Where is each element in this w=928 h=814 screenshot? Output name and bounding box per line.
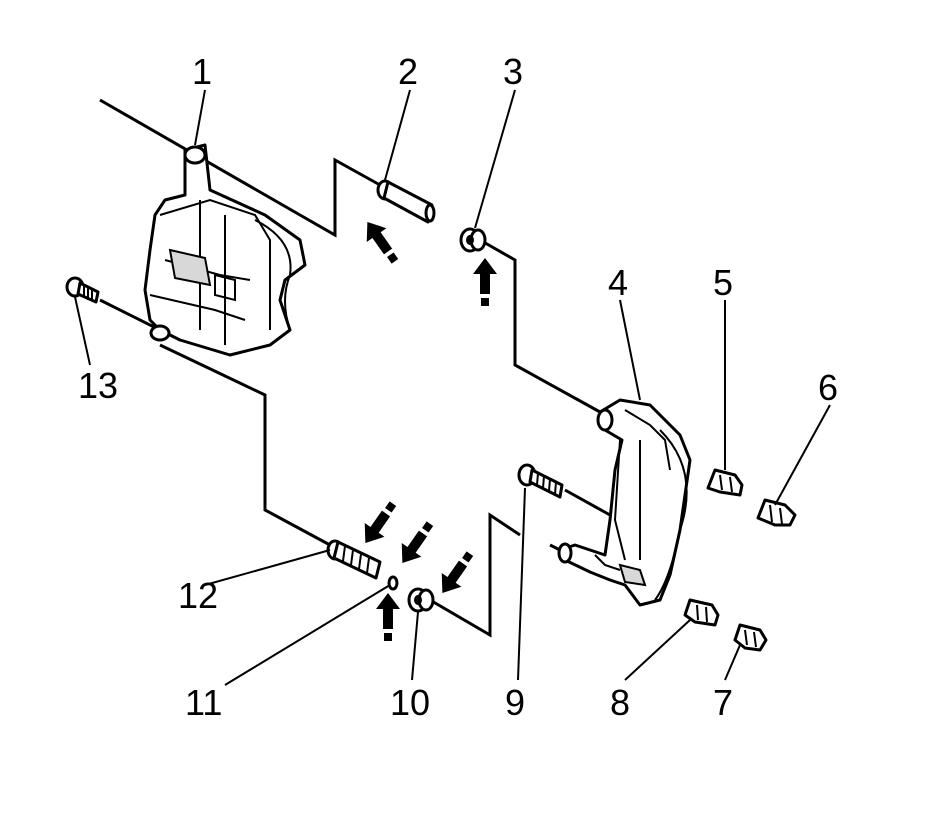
guide-pin-12-part	[326, 539, 382, 580]
caliper-bracket-4-part	[557, 398, 692, 607]
pad-clip-8-part	[683, 598, 720, 627]
callout-4: 4	[608, 262, 628, 303]
caliper-part	[143, 143, 307, 357]
callout-3: 3	[503, 51, 523, 92]
callout-13: 13	[78, 365, 118, 406]
bushing-11-part	[387, 575, 399, 591]
callout-10: 10	[390, 682, 430, 723]
callout-5: 5	[713, 262, 733, 303]
pad-clip-6-part	[756, 498, 797, 527]
callout-11: 11	[185, 682, 222, 723]
callout-labels: 1 2 3 4 5 6 13 12 11 10 9 8 7	[78, 51, 838, 723]
callout-8: 8	[610, 682, 630, 723]
guide-pin-2-part	[376, 179, 436, 224]
boot-10-part	[407, 587, 435, 613]
boot-3-part	[459, 227, 487, 253]
leader-lines	[74, 89, 831, 686]
callout-1: 1	[192, 51, 212, 92]
pad-clip-7-part	[733, 623, 768, 652]
pad-clip-5-part	[706, 468, 744, 497]
callout-6: 6	[818, 367, 838, 408]
callout-2: 2	[398, 51, 418, 92]
callout-12: 12	[178, 575, 218, 616]
lubricant-arrow-icons	[364, 221, 497, 641]
bolt-13-part	[65, 276, 100, 304]
callout-9: 9	[505, 682, 525, 723]
bolt-9-part	[517, 463, 564, 499]
callout-7: 7	[713, 682, 733, 723]
